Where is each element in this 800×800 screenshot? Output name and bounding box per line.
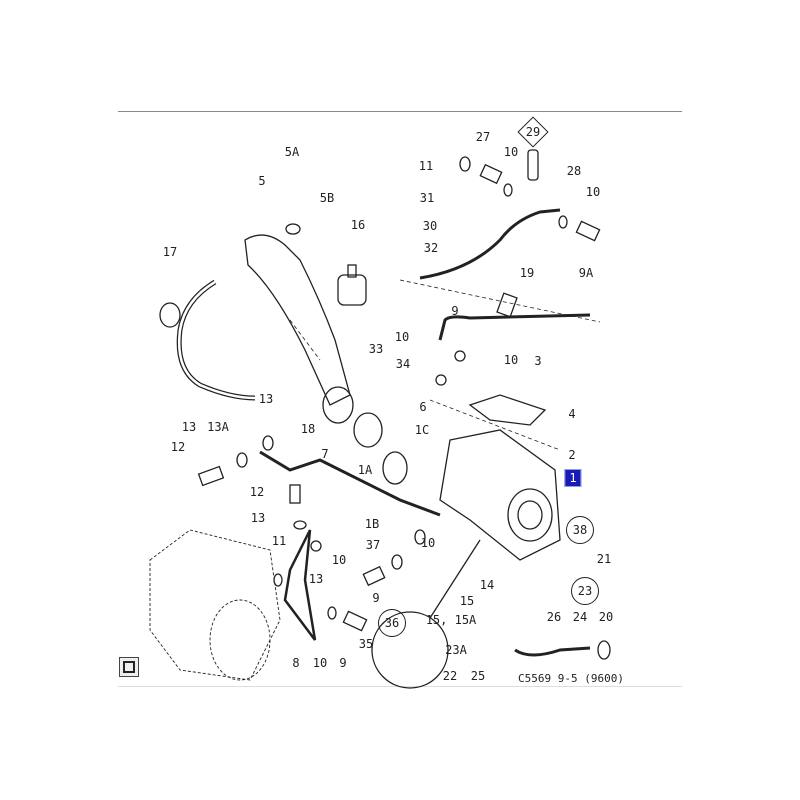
part-label-circled[interactable]: 38 <box>566 516 594 544</box>
part-label[interactable]: 5 <box>258 174 266 188</box>
part-label[interactable]: 1B <box>364 517 380 531</box>
part-label[interactable]: 8 <box>292 656 300 670</box>
part-label-diamond[interactable]: 29 <box>518 117 548 147</box>
part-label[interactable]: 10 <box>331 553 347 567</box>
part-label[interactable]: 21 <box>596 552 612 566</box>
part-label[interactable]: 9 <box>339 656 347 670</box>
part-label[interactable]: 13 <box>308 572 324 586</box>
clamp <box>353 412 383 448</box>
part-label[interactable]: 10 <box>585 185 601 199</box>
gasket-4 <box>468 394 547 426</box>
pipe-18 <box>259 450 441 517</box>
part-label[interactable]: 11 <box>271 534 287 548</box>
diagram-caption: C5569 9-5 (9600) <box>518 672 624 685</box>
part-label[interactable]: 25 <box>470 669 486 683</box>
part-label[interactable]: 15, 15A <box>425 613 477 627</box>
part-label[interactable]: 10 <box>394 330 410 344</box>
part-label-circled[interactable]: 36 <box>378 609 406 637</box>
pipe-19 <box>419 208 561 280</box>
part-label[interactable]: 10 <box>503 353 519 367</box>
part-label[interactable]: 1A <box>357 463 373 477</box>
part-label[interactable]: 33 <box>368 342 384 356</box>
part-label[interactable]: 13 <box>250 511 266 525</box>
part-label[interactable]: 16 <box>350 218 366 232</box>
detail-circle <box>371 611 449 689</box>
part-label-selected[interactable]: 1 <box>564 469 582 487</box>
part-label[interactable]: 10 <box>420 536 436 550</box>
part-label[interactable]: 10 <box>503 145 519 159</box>
engine-block <box>149 529 281 681</box>
pipe-8 <box>283 529 317 641</box>
part-label[interactable]: 9A <box>578 266 594 280</box>
part-label[interactable]: 4 <box>568 407 576 421</box>
part-label[interactable]: 2 <box>568 448 576 462</box>
part-label[interactable]: 26 <box>546 610 562 624</box>
part-label[interactable]: 11 <box>418 159 434 173</box>
part-label[interactable]: 19 <box>519 266 535 280</box>
part-label[interactable]: 6 <box>419 400 427 414</box>
part-label[interactable]: 34 <box>395 357 411 371</box>
part-label[interactable]: 35 <box>358 637 374 651</box>
part-label[interactable]: 13 <box>181 420 197 434</box>
part-label[interactable]: 17 <box>162 245 178 259</box>
valve-16 <box>337 274 367 306</box>
part-label[interactable]: 5A <box>284 145 300 159</box>
part-label[interactable]: 30 <box>422 219 438 233</box>
part-label[interactable]: 3 <box>534 354 542 368</box>
part-label[interactable]: 5B <box>319 191 335 205</box>
part-label[interactable]: 12 <box>170 440 186 454</box>
part-label[interactable]: 22 <box>442 669 458 683</box>
part-label[interactable]: 9 <box>372 591 380 605</box>
part-label[interactable]: 28 <box>566 164 582 178</box>
divider <box>118 111 682 112</box>
part-label[interactable]: 9 <box>451 304 459 318</box>
part-label[interactable]: 32 <box>423 241 439 255</box>
part-label[interactable]: 10 <box>312 656 328 670</box>
washers <box>236 156 568 620</box>
pipe-flange <box>322 386 354 424</box>
part-label-circled[interactable]: 23 <box>571 577 599 605</box>
zoom-box-inner <box>123 661 135 673</box>
bolts <box>197 163 601 632</box>
part-label[interactable]: 14 <box>479 578 495 592</box>
part-label[interactable]: 13A <box>207 420 229 434</box>
part-label[interactable]: 15 <box>459 594 475 608</box>
intake-pipe <box>244 234 351 406</box>
part-label[interactable]: 1C <box>414 423 430 437</box>
part-label-text: 29 <box>525 125 541 139</box>
part-label[interactable]: 13 <box>258 392 274 406</box>
part-label[interactable]: 31 <box>419 191 435 205</box>
part-label[interactable]: 27 <box>475 130 491 144</box>
part-label[interactable]: 20 <box>598 610 614 624</box>
part-label[interactable]: 12 <box>249 485 265 499</box>
part-label[interactable]: 37 <box>365 538 381 552</box>
part-label[interactable]: 18 <box>300 422 316 436</box>
part-label[interactable]: 7 <box>321 447 329 461</box>
part-label[interactable]: 23A <box>445 643 467 657</box>
pipe-24 <box>514 646 591 657</box>
turbocharger <box>439 429 561 561</box>
pipe-3 <box>438 313 591 341</box>
hose-17 <box>176 279 256 401</box>
zoom-box-icon[interactable] <box>119 657 139 677</box>
part-label[interactable]: 24 <box>572 610 588 624</box>
